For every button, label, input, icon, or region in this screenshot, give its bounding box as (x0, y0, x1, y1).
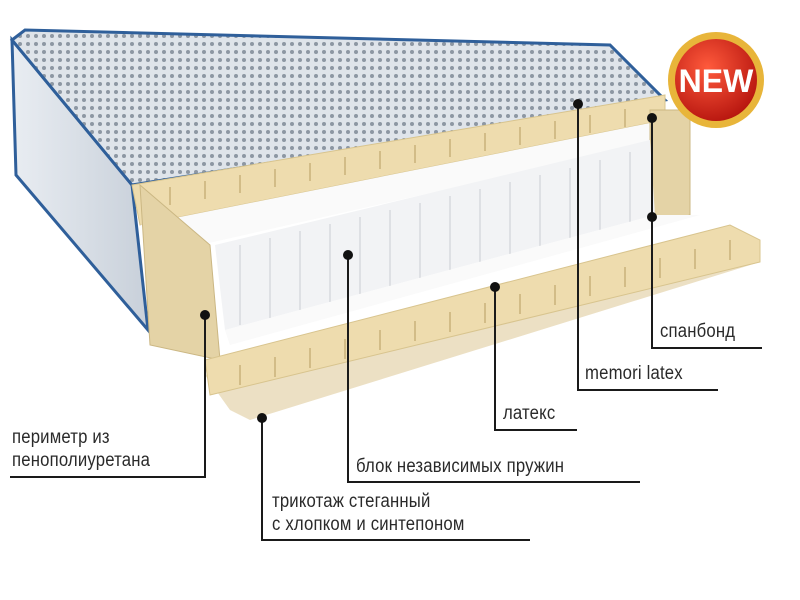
leader-spring-block (347, 255, 640, 483)
label-perimeter-line1: периметр из (12, 427, 110, 448)
label-latex: латекс (503, 403, 556, 424)
label-knit: трикотаж стеганный с хлопком и синтепоно… (272, 490, 465, 536)
latex-layer (204, 224, 761, 396)
label-perimeter-line2: пенополиуретана (12, 450, 151, 471)
springs (239, 152, 631, 325)
label-knit-line2: с хлопком и синтепоном (272, 514, 465, 535)
new-badge-text: NEW (679, 63, 754, 99)
new-badge: NEW (668, 32, 764, 128)
label-spunbond: спанбонд (660, 321, 736, 342)
leader-latex (494, 287, 577, 431)
leader-dots (200, 99, 657, 423)
label-memori-latex: memori latex (585, 363, 683, 384)
label-perimeter: периметр из пенополиуретана (12, 426, 150, 472)
leader-perimeter (10, 315, 206, 478)
label-spring-block: блок независимых пружин (356, 456, 565, 477)
leader-spunbond (651, 118, 762, 349)
label-knit-line1: трикотаж стеганный (272, 491, 431, 512)
leader-memori-latex (577, 104, 718, 391)
quilted-top-cover (9, 28, 669, 187)
spring-block (215, 140, 655, 330)
leader-lines (10, 104, 762, 541)
leader-knit (261, 418, 530, 541)
spunbond-layer (140, 120, 665, 245)
